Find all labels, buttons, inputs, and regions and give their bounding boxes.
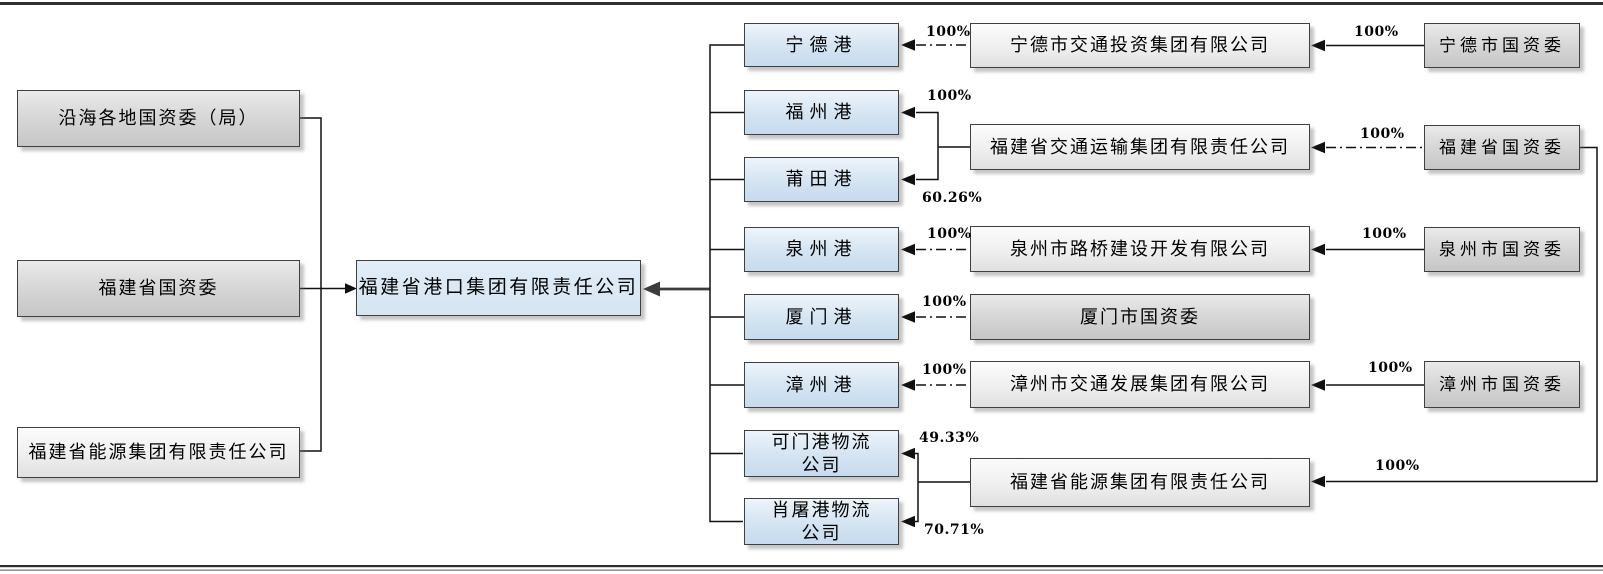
node-quanzhou-sasac: 泉州市国资委 — [1424, 227, 1580, 272]
percentage-label: 70.71% — [924, 522, 985, 538]
percentage-label: 100% — [1375, 458, 1420, 474]
node-kemen-logistics: 可门港物流 公司 — [744, 430, 899, 477]
node-ningde-port: 宁德港 — [744, 23, 899, 67]
bottom-rule-thin — [0, 569, 1603, 571]
node-fujian-sasac-right: 福建省国资委 — [1424, 125, 1580, 170]
node-zhangzhou-sasac: 漳州市国资委 — [1424, 361, 1580, 408]
node-fujian-energy-mid: 福建省能源集团有限责任公司 — [970, 458, 1310, 507]
percentage-label: 100% — [922, 362, 967, 378]
percentage-label: 100% — [1360, 126, 1405, 142]
percentage-label: 100% — [1354, 24, 1399, 40]
node-ningde-transport-investment: 宁德市交通投资集团有限公司 — [970, 23, 1310, 68]
percentage-label: 100% — [927, 88, 972, 104]
node-fuzhou-port: 福州港 — [744, 90, 899, 135]
node-coastal-sasac: 沿海各地国资委（局） — [17, 90, 300, 147]
bottom-rule — [0, 565, 1603, 568]
node-ningde-sasac: 宁德市国资委 — [1424, 23, 1580, 68]
percentage-label: 100% — [926, 24, 971, 40]
node-fujian-energy-left: 福建省能源集团有限责任公司 — [17, 427, 300, 478]
node-xiamen-port: 厦门港 — [744, 294, 899, 340]
percentage-label: 100% — [1362, 226, 1407, 242]
percentage-label: 100% — [927, 226, 972, 242]
node-quanzhou-port: 泉州港 — [744, 227, 899, 272]
node-fujian-sasac-left: 福建省国资委 — [17, 260, 300, 317]
node-zhangzhou-transport-group: 漳州市交通发展集团有限公司 — [970, 361, 1310, 408]
node-fujian-port-group: 福建省港口集团有限责任公司 — [356, 260, 641, 316]
node-fujian-transport-group: 福建省交通运输集团有限责任公司 — [970, 124, 1310, 170]
top-rule — [0, 2, 1603, 5]
node-putian-port: 莆田港 — [744, 157, 899, 202]
node-quanzhou-bridge-dev: 泉州市路桥建设开发有限公司 — [970, 226, 1310, 272]
node-zhangzhou-port: 漳州港 — [744, 362, 899, 408]
node-xiaocuo-logistics: 肖屠港物流 公司 — [744, 498, 899, 545]
percentage-label: 100% — [1368, 360, 1413, 376]
percentage-label: 49.33% — [919, 430, 980, 446]
percentage-label: 100% — [922, 294, 967, 310]
node-xiamen-sasac: 厦门市国资委 — [970, 294, 1310, 340]
percentage-label: 60.26% — [922, 190, 983, 206]
